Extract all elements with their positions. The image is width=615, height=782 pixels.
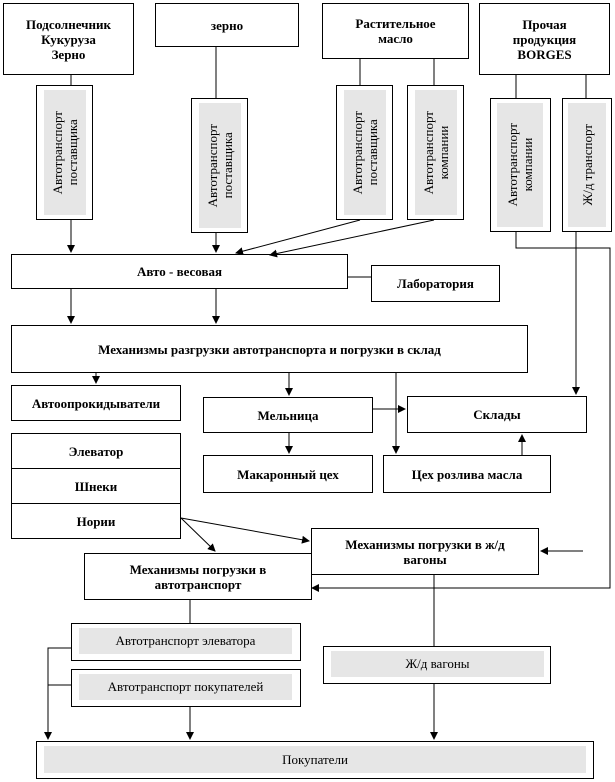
mill-label: Мельница <box>257 407 319 423</box>
mill: Мельница <box>203 397 373 433</box>
source-grain: зерно <box>155 3 299 47</box>
warehouses: Склады <box>407 396 587 433</box>
auto-loading-label: Механизмы погрузки в автотранспорт <box>129 561 267 592</box>
source-oil-label: Растительное масло <box>355 16 436 46</box>
source-borges: Прочая продукция BORGES <box>479 3 610 75</box>
rail-loading-mechanisms: Механизмы погрузки в ж/д вагоны <box>311 528 539 575</box>
buyer-trucks-label: Автотранспорт покупателей <box>107 679 264 694</box>
oil-bottling-label: Цех розлива масла <box>411 466 523 482</box>
pasta-shop-label: Макаронный цех <box>237 466 339 482</box>
oil-bottling-shop: Цех розлива масла <box>383 455 551 493</box>
rail-cars-label: Ж/д вагоны <box>405 656 470 671</box>
company-transport-1: Автотранспорт компании <box>415 90 457 215</box>
source-grain-label: зерно <box>210 17 244 33</box>
weighbridge: Авто - весовая <box>11 254 348 289</box>
rail-loading-label: Механизмы погрузки в ж/д вагоны <box>345 536 505 567</box>
buyer-trucks: Автотранспорт покупателей <box>79 674 292 700</box>
company-transport-2: Автотранспорт компании <box>497 103 543 227</box>
elevator-trucks: Автотранспорт элеватора <box>79 628 292 654</box>
norias: Нории <box>11 503 181 539</box>
source-sunflower-label: Подсолнечник Кукуруза Зерно <box>26 16 111 62</box>
rail-transport: Ж/д транспорт <box>568 103 606 227</box>
elevator-trucks-label: Автотранспорт элеватора <box>115 633 256 648</box>
screws-label: Шнеки <box>74 478 118 494</box>
pasta-shop: Макаронный цех <box>203 455 373 493</box>
supplier-transport-2: Автотранспорт поставщика <box>199 103 241 228</box>
buyers-label: Покупатели <box>282 751 348 767</box>
source-vegetable-oil: Растительное масло <box>322 3 469 59</box>
rail-cars: Ж/д вагоны <box>331 651 544 677</box>
warehouses-label: Склады <box>473 407 521 422</box>
supplier-transport-1: Автотранспорт поставщика <box>44 90 86 215</box>
elevator-label: Элеватор <box>68 443 124 459</box>
norias-label: Нории <box>76 513 116 529</box>
unloading-mechanisms: Механизмы разгрузки автотранспорта и пог… <box>11 325 528 373</box>
source-borges-label: Прочая продукция BORGES <box>512 16 577 62</box>
auto-loading-mechanisms: Механизмы погрузки в автотранспорт <box>84 553 312 600</box>
buyers: Покупатели <box>44 746 586 773</box>
unloading-mechanisms-label: Механизмы разгрузки автотранспорта и пог… <box>98 341 441 357</box>
screws: Шнеки <box>11 468 181 504</box>
supplier-transport-3: Автотранспорт поставщика <box>344 90 386 215</box>
tippers: Автоопрокидыватели <box>11 385 181 421</box>
source-sunflower-corn-grain: Подсолнечник Кукуруза Зерно <box>3 3 134 75</box>
laboratory-label: Лаборатория <box>397 276 474 291</box>
elevator: Элеватор <box>11 433 181 469</box>
tippers-label: Автоопрокидыватели <box>31 395 161 411</box>
weighbridge-label: Авто - весовая <box>136 264 223 279</box>
laboratory: Лаборатория <box>371 265 500 302</box>
